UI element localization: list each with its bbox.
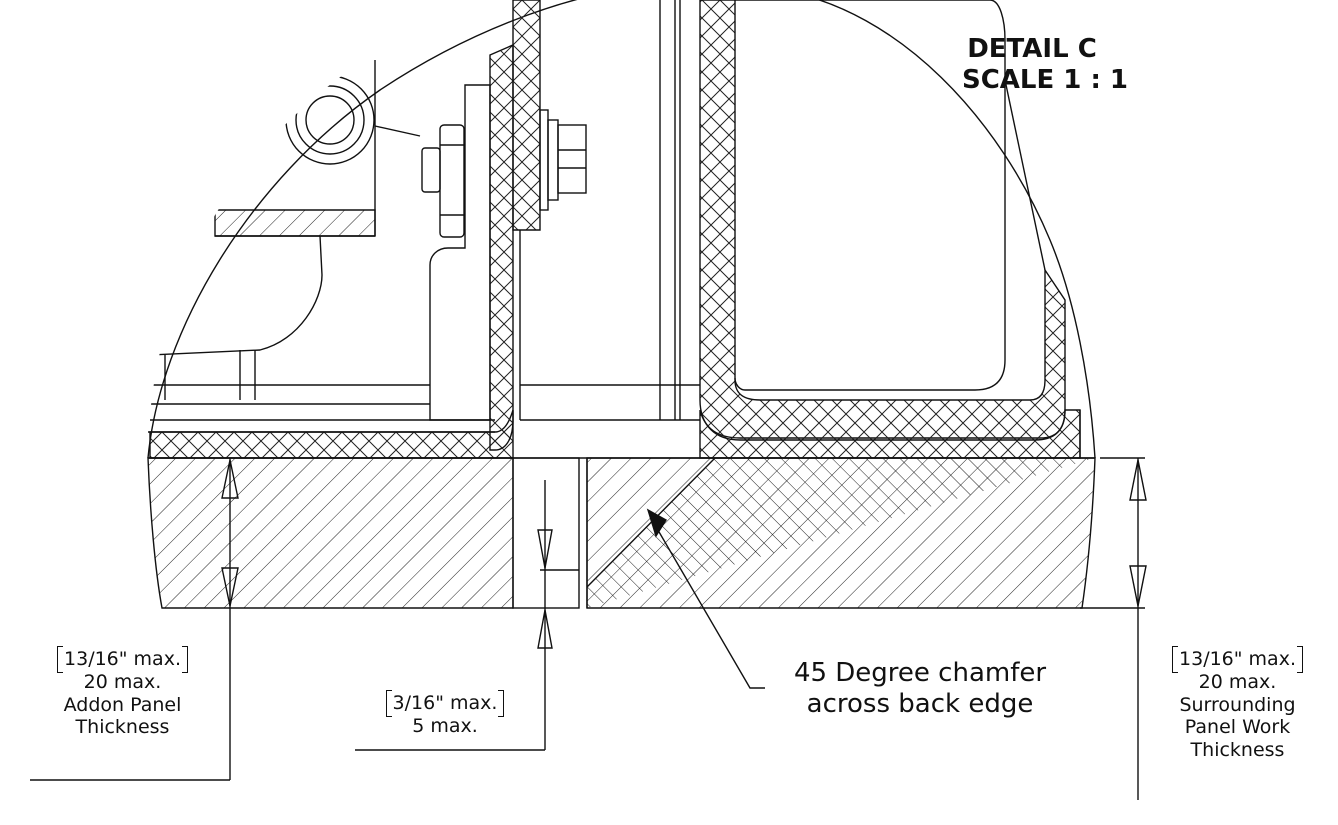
addon-panel (147, 457, 514, 609)
detail-boundary (147, 0, 1096, 459)
addon-metric: 20 max. (83, 670, 162, 693)
detail-title-text: DETAIL C (967, 34, 1097, 64)
gap-metric: 5 max. (412, 714, 478, 737)
base-plate (149, 409, 514, 459)
chamfer-callout: 45 Degree chamfer across back edge (765, 658, 1075, 720)
bolt-head (557, 124, 587, 194)
chamfer-label-1: 45 Degree chamfer (793, 658, 1047, 688)
addon-imperial: 13/16" max. (57, 646, 188, 673)
surround-label-3: Thickness (1190, 739, 1285, 762)
gap-imperial: 3/16" max. (385, 690, 505, 717)
surround-label-2: Panel Work (1184, 716, 1291, 739)
left-bracket (214, 209, 376, 237)
addon-label-2: Thickness (75, 716, 170, 739)
addon-label-1: Addon Panel (63, 693, 182, 716)
l-bracket (429, 84, 491, 421)
addon-callout: 13/16" max. 20 max. Addon Panel Thicknes… (30, 646, 215, 739)
left-frame (489, 43, 514, 451)
surround-callout: 13/16" max. 20 max. Surrounding Panel Wo… (1145, 646, 1330, 762)
hex-nut (439, 124, 465, 238)
surround-imperial: 13/16" max. (1172, 646, 1303, 673)
right-frame (699, 0, 1066, 441)
detail-scale-text: SCALE 1 : 1 (962, 65, 1128, 96)
chamfer-label-2: across back edge (806, 689, 1034, 720)
chamfer-region (587, 458, 1095, 608)
surround-metric: 20 max. (1198, 670, 1277, 693)
gap-slot (512, 457, 580, 609)
surround-label-1: Surrounding (1179, 693, 1296, 716)
gap-callout: 3/16" max. 5 max. (360, 690, 530, 738)
detail-title: DETAIL C SCALE 1 : 1 (962, 34, 1128, 96)
